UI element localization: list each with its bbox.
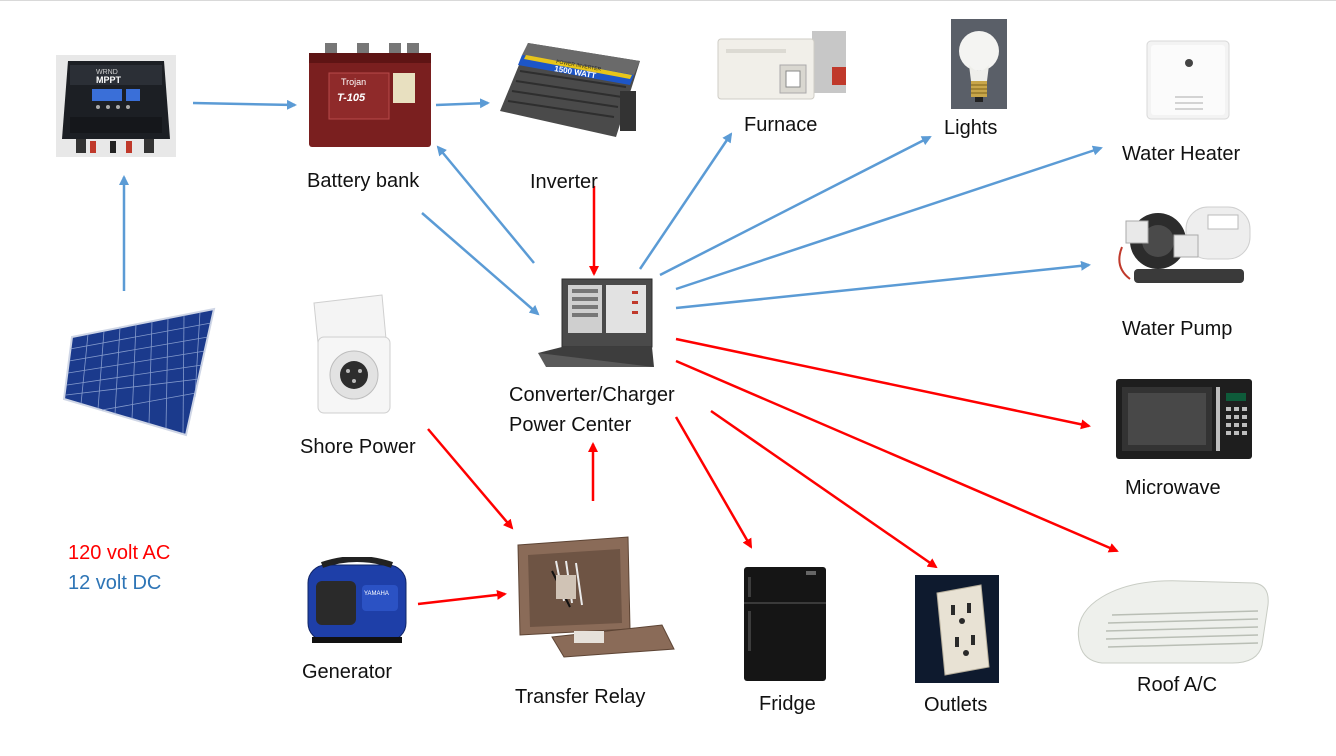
arrow-battery-to-converter	[421, 212, 540, 316]
converter-charger-image	[536, 277, 656, 369]
arrow-converter-to-water-pump	[675, 260, 1091, 310]
battery-brand: Trojan	[341, 77, 366, 87]
fridge-label: Fridge	[759, 693, 816, 715]
arrow-battery-to-inverter	[435, 98, 490, 109]
arrow-converter-to-furnace	[638, 132, 733, 270]
battery-model: T-105	[337, 92, 366, 104]
microwave-image	[1114, 377, 1254, 463]
inverter-image: 1500 WATT POWER INVERTER	[498, 41, 644, 139]
arrow-converter-to-fridge	[674, 416, 753, 549]
water-pump-label: Water Pump	[1122, 318, 1233, 340]
outlets-label: Outlets	[924, 694, 988, 716]
arrow-converter-to-lights	[659, 135, 932, 277]
water-pump-image	[1116, 197, 1256, 297]
converter-label-line2: Power Center	[509, 414, 632, 436]
shore-power-label: Shore Power	[300, 436, 416, 458]
furnace-label: Furnace	[744, 114, 818, 136]
generator-image: YAMAHA	[304, 556, 410, 645]
converter-label-line1: Converter/Charger	[509, 384, 675, 406]
arrow-converter-to-roof-ac	[675, 359, 1119, 553]
inverter-label: Inverter	[530, 171, 598, 193]
water-heater-image	[1145, 39, 1231, 121]
generator-label: Generator	[302, 661, 393, 683]
arrow-generator-to-relay	[417, 589, 507, 606]
mppt-model: MPPT	[96, 75, 122, 85]
roof-ac-image	[1072, 575, 1272, 667]
legend: 120 volt AC 12 volt DC	[68, 538, 170, 598]
water-heater-label: Water Heater	[1122, 143, 1241, 165]
solar-panel-image	[62, 307, 218, 437]
arrow-mppt-to-battery	[192, 99, 297, 110]
transfer-relay-image	[512, 531, 676, 659]
generator-brand: YAMAHA	[364, 591, 389, 597]
fridge-image	[742, 565, 828, 683]
shore-power-image	[312, 293, 394, 417]
transfer-relay-label: Transfer Relay	[515, 686, 646, 708]
legend-ac: 120 volt AC	[68, 542, 171, 564]
mppt-brand: WRND	[96, 69, 118, 76]
arrow-shore-to-relay	[427, 428, 514, 530]
battery-bank-label: Battery bank	[307, 170, 420, 192]
arrow-converter-to-water-heater	[675, 145, 1103, 291]
lights-label: Lights	[944, 117, 998, 139]
battery-bank-image: Trojan T-105	[307, 41, 433, 149]
mppt-controller-image: WRND MPPT	[56, 55, 176, 157]
roof-ac-label: Roof A/C	[1137, 674, 1218, 696]
lights-image	[951, 19, 1007, 109]
arrow-converter-to-microwave	[675, 337, 1091, 430]
arrow-converter-to-battery	[436, 145, 535, 264]
legend-dc: 12 volt DC	[68, 572, 162, 594]
outlets-image	[915, 575, 999, 683]
arrow-converter-to-outlets	[710, 409, 938, 569]
furnace-image	[716, 31, 852, 103]
microwave-label: Microwave	[1125, 477, 1221, 499]
